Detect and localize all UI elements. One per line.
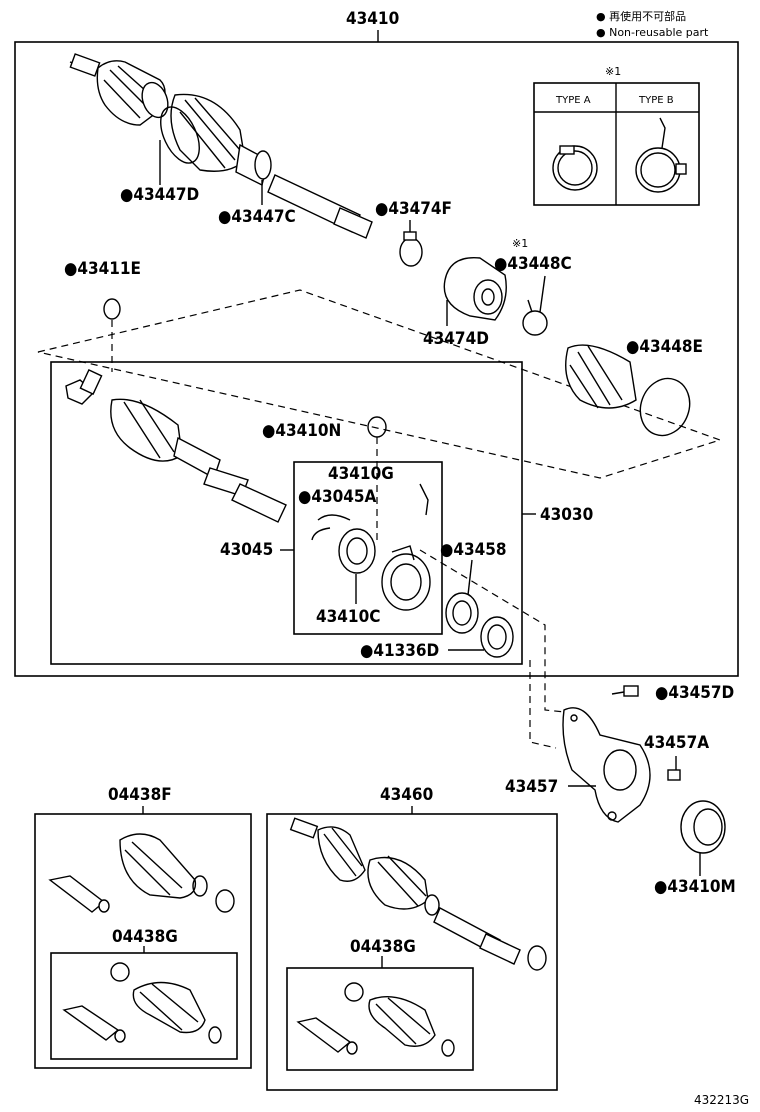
label-43457D: ●43457D [655,683,734,703]
label-43045A: ●43045A [298,487,377,507]
label-43410C: 43410C [316,607,380,627]
bearing-box [293,461,443,635]
label-43448C: ●43448C [494,254,572,274]
main-assembly-box [14,41,739,677]
label-43474F: ●43474F [375,199,452,219]
note-mark: ※1 [605,65,621,78]
inner-tripod-shaft [65,369,287,523]
bracket-43457 [562,707,651,823]
label-43411E: ●43411E [64,259,141,279]
dashed-region [37,289,722,479]
seal-43458 [445,592,479,634]
label-04438G-right: 04438G [350,937,416,957]
kit-43460-box [266,813,558,1091]
bolt-43457D [611,685,639,697]
label-43410: 43410 [346,9,399,29]
boot-43448E [565,344,691,437]
legend-japanese: ● 再使用不可部品 [596,9,686,23]
bearing-housing-43410C [381,545,431,611]
label-43030: 43030 [540,505,593,525]
label-43447C: ●43447C [218,207,296,227]
label-43045: 43045 [220,540,273,560]
label-43410M: ●43410M [654,877,736,897]
type-b-label: TYPE B [638,95,674,106]
clamp-type-b-icon [635,117,687,193]
clamp-type-a-icon [552,145,598,191]
label-43474D: 43474D [423,329,489,349]
label-04438G-left: 04438G [112,927,178,947]
bearing-43045 [311,514,376,574]
boot-kit-04438G-left [62,962,222,1044]
damper-43474D [443,256,507,321]
bearing-43410M [680,800,726,854]
bolt-43457A [667,769,681,781]
kit-04438G-right-box [286,967,474,1071]
label-43410N: ●43410N [262,421,341,441]
kit-04438G-left-box [50,952,238,1060]
outer-joint-43460 [289,817,547,971]
boot-kit-04438F [48,833,235,913]
label-04438F: 04438F [108,785,172,805]
label-43410G: 43410G [328,464,394,484]
label-43457A: 43457A [644,733,709,753]
label-43460: 43460 [380,785,433,805]
label-41336D: ●41336D [360,641,439,661]
outer-cv-joint-shaft [69,53,373,239]
label-43457: 43457 [505,777,558,797]
inner-assembly-box [50,361,523,665]
clamp-43474F [399,231,423,267]
label-43447D: ●43447D [120,185,199,205]
kit-04438F-box [34,813,252,1069]
boot-kit-04438G-right [296,982,455,1057]
label-43458: ●43458 [440,540,507,560]
legend-english: ● Non-reusable part [596,26,709,39]
clamp-43448C [522,299,548,336]
label-43448E: ●43448E [626,337,703,357]
note-mark-43448C: ※1 [512,237,528,250]
type-a-label: TYPE A [555,95,591,106]
seal-41336D [480,616,514,658]
diagram-code: 432213G [694,1093,749,1107]
